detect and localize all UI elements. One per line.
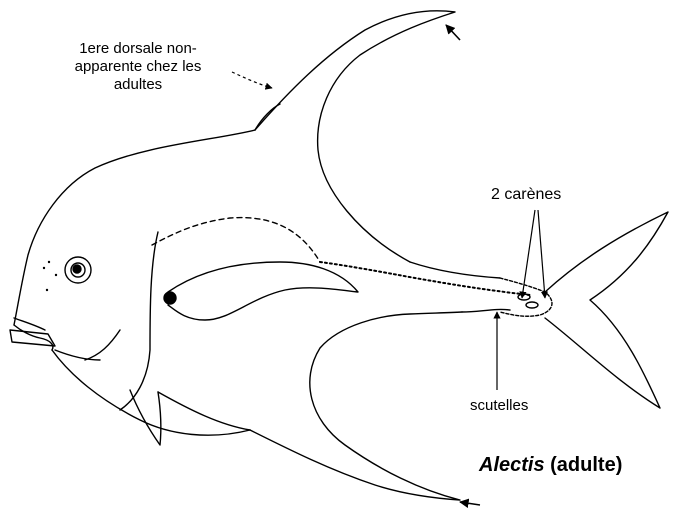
arrow-icon-top: [446, 25, 460, 40]
caudal-fin: [545, 212, 668, 408]
body-upper-outline: [14, 130, 255, 325]
jaw-line: [55, 350, 100, 360]
scute-mark-2: [526, 302, 538, 308]
label-dorsal: 1ere dorsale non- apparente chez les adu…: [28, 40, 248, 94]
eye-pupil: [73, 265, 81, 273]
dorsal-fin: [255, 11, 455, 262]
title-genus: Alectis: [479, 454, 545, 476]
mouth-upper: [10, 330, 55, 346]
label-carenes: 2 carènes: [491, 186, 561, 204]
label-scutelles: scutelles: [470, 397, 528, 415]
label-dorsal-line3: adultes: [28, 76, 248, 94]
head-dots: [43, 261, 57, 291]
gill-line: [85, 330, 120, 360]
pointer-carenes-2: [538, 210, 545, 298]
label-dorsal-line1: 1ere dorsale non-: [28, 40, 248, 58]
peduncle-lower: [462, 309, 510, 312]
arrow-icon: [446, 25, 480, 505]
lateral-line-arch: [152, 218, 320, 262]
pectoral-spot: [164, 292, 176, 304]
body-lower-outline: [158, 392, 250, 430]
arrow-icon-bottom: [460, 502, 480, 505]
title-stage: (adulte): [545, 454, 623, 476]
pectoral-fin: [168, 262, 358, 320]
anal-fin: [250, 312, 462, 500]
pointer-carenes-1: [522, 210, 535, 298]
snout: [14, 325, 53, 350]
label-dorsal-line2: apparente chez les: [28, 58, 248, 76]
peduncle-upper: [410, 262, 500, 278]
diagram-title: Alectis (adulte): [479, 456, 622, 474]
operculum: [120, 232, 158, 410]
